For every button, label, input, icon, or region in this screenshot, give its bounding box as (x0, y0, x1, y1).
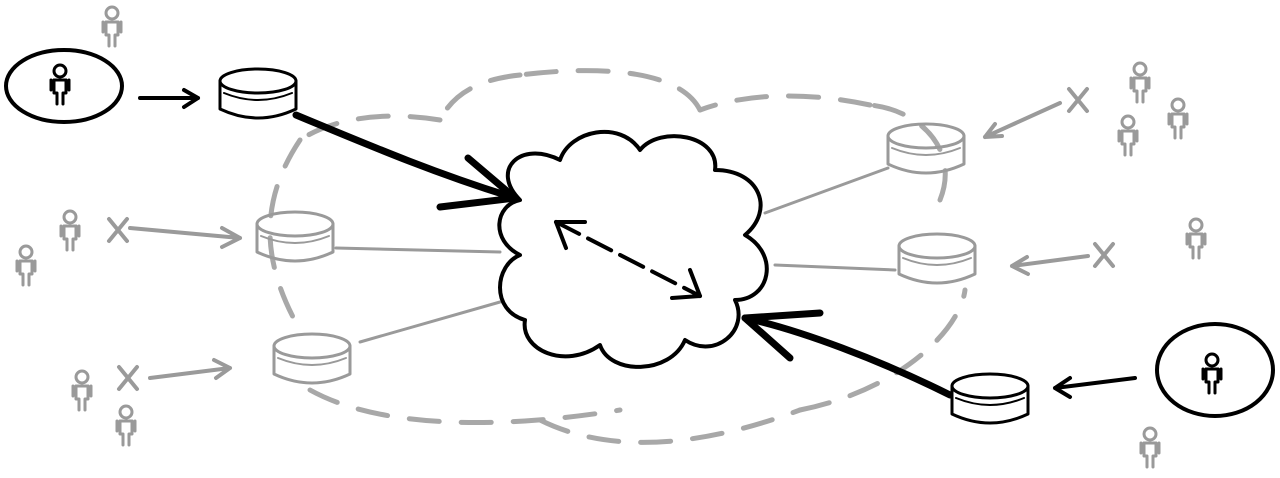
double-arrow-icon (554, 220, 702, 298)
inactive-links (334, 166, 897, 344)
blocked-arrows (107, 87, 1115, 391)
server-inactive-4 (897, 232, 977, 285)
server-active-left (218, 67, 298, 120)
cloud-icon (497, 130, 769, 369)
server-active-right (950, 372, 1030, 425)
arrow-user-right (1053, 376, 1137, 399)
active-user-left (4, 48, 124, 124)
arrow-user-left (138, 88, 200, 109)
active-user-right (1155, 322, 1275, 418)
server-inactive-2 (272, 332, 352, 385)
active-link-left (292, 111, 519, 202)
peer-ring (267, 68, 968, 445)
active-link-right (741, 314, 954, 399)
